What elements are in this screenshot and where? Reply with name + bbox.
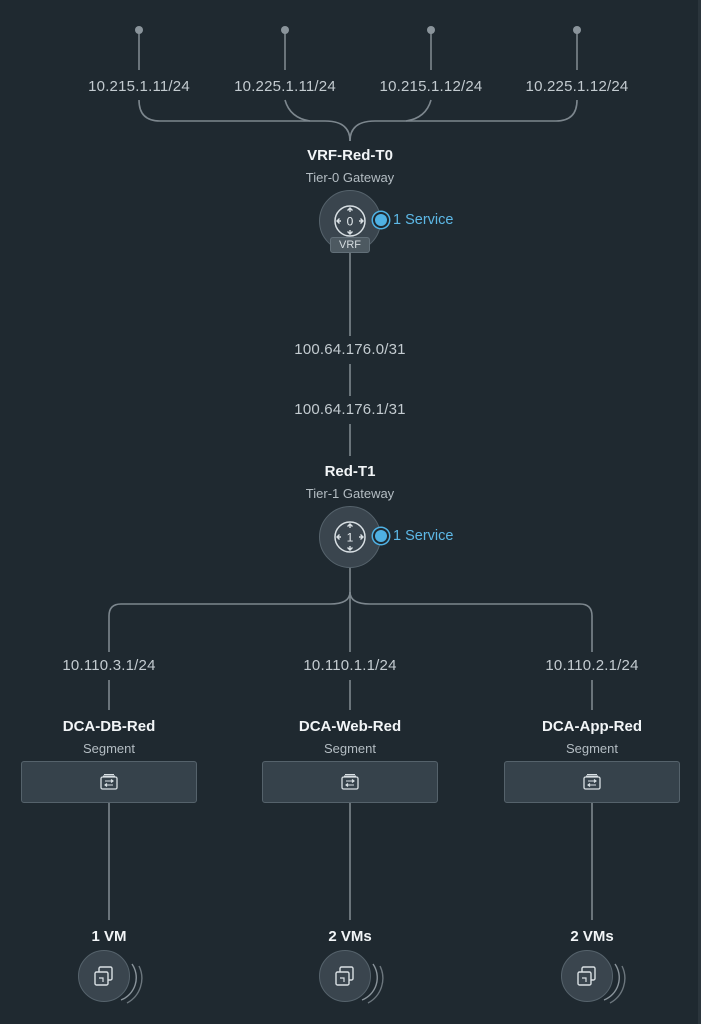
vm-stack-arc	[603, 963, 626, 1004]
segment-3-vm-node[interactable]	[561, 950, 613, 1002]
tier1-gateway-type: Tier-1 Gateway	[305, 486, 395, 501]
segment-1-name[interactable]: DCA-DB-Red	[62, 718, 156, 735]
segment-2-gateway-ip: 10.110.1.1/24	[303, 657, 397, 674]
tier1-gateway-name[interactable]: Red-T1	[324, 463, 376, 480]
service-status-icon	[375, 214, 387, 226]
segment-switch-icon	[100, 774, 118, 790]
uplink-brace-right	[349, 99, 578, 142]
segment-2-vm-count: 2 VMs	[328, 928, 372, 945]
vm-icon	[577, 966, 596, 986]
segment-1-gateway-ip: 10.110.3.1/24	[62, 657, 156, 674]
segment-3-node[interactable]	[504, 761, 680, 803]
uplink-endpoint-4	[573, 26, 581, 34]
branch-left-wire	[108, 591, 351, 652]
segment-1-node[interactable]	[21, 761, 197, 803]
uplink-ip-4: 10.225.1.12/24	[525, 78, 629, 95]
vm-stack-arc	[361, 963, 384, 1004]
tier1-service-label: 1 Service	[393, 528, 454, 544]
segment-1-vm-node[interactable]	[78, 950, 130, 1002]
tier0-gateway-name[interactable]: VRF-Red-T0	[307, 147, 393, 164]
vm-icon	[94, 966, 113, 986]
tier0-gateway-type: Tier-0 Gateway	[305, 170, 395, 185]
service-status-icon	[375, 530, 387, 542]
vm-stack-arc	[120, 963, 143, 1004]
router-icon: 0	[334, 205, 366, 237]
vm-icon	[335, 966, 354, 986]
tier0-service-label: 1 Service	[393, 212, 454, 228]
svg-text:1: 1	[347, 531, 354, 545]
uplink-endpoint-3	[427, 26, 435, 34]
segment-switch-icon	[583, 774, 601, 790]
uplink-brace-inner-right	[405, 99, 432, 122]
segment-2-type: Segment	[323, 741, 377, 756]
uplink-ip-2: 10.225.1.11/24	[234, 78, 336, 95]
segment-1-type: Segment	[82, 741, 136, 756]
segment-1-vm-count: 1 VM	[91, 928, 127, 945]
segment-3-name[interactable]: DCA-App-Red	[542, 718, 642, 735]
tier1-service-link[interactable]: 1 Service	[375, 528, 453, 544]
svg-text:0: 0	[347, 215, 354, 229]
tier0-service-link[interactable]: 1 Service	[375, 212, 453, 228]
segment-2-node[interactable]	[262, 761, 438, 803]
vrf-badge: VRF	[330, 237, 370, 253]
segment-3-vm-count: 2 VMs	[570, 928, 614, 945]
segment-3-gateway-ip: 10.110.2.1/24	[545, 657, 639, 674]
uplink-brace-inner-left	[284, 99, 311, 122]
uplink-ip-3: 10.215.1.12/24	[379, 78, 483, 95]
uplink-endpoint-1	[135, 26, 143, 34]
segment-3-type: Segment	[565, 741, 619, 756]
branch-right-wire	[349, 591, 593, 652]
router-icon: 1	[334, 521, 366, 553]
segment-switch-icon	[341, 774, 359, 790]
segment-2-vm-node[interactable]	[319, 950, 371, 1002]
segment-2-name[interactable]: DCA-Web-Red	[298, 718, 402, 735]
transit-lower-ip: 100.64.176.1/31	[294, 401, 406, 418]
uplink-brace-left	[138, 99, 351, 142]
uplink-ip-1: 10.215.1.11/24	[88, 78, 190, 95]
vertical-scrollbar[interactable]	[698, 0, 701, 1024]
uplink-endpoint-2	[281, 26, 289, 34]
transit-upper-ip: 100.64.176.0/31	[294, 341, 406, 358]
tier1-router-node[interactable]: 1	[319, 506, 381, 568]
